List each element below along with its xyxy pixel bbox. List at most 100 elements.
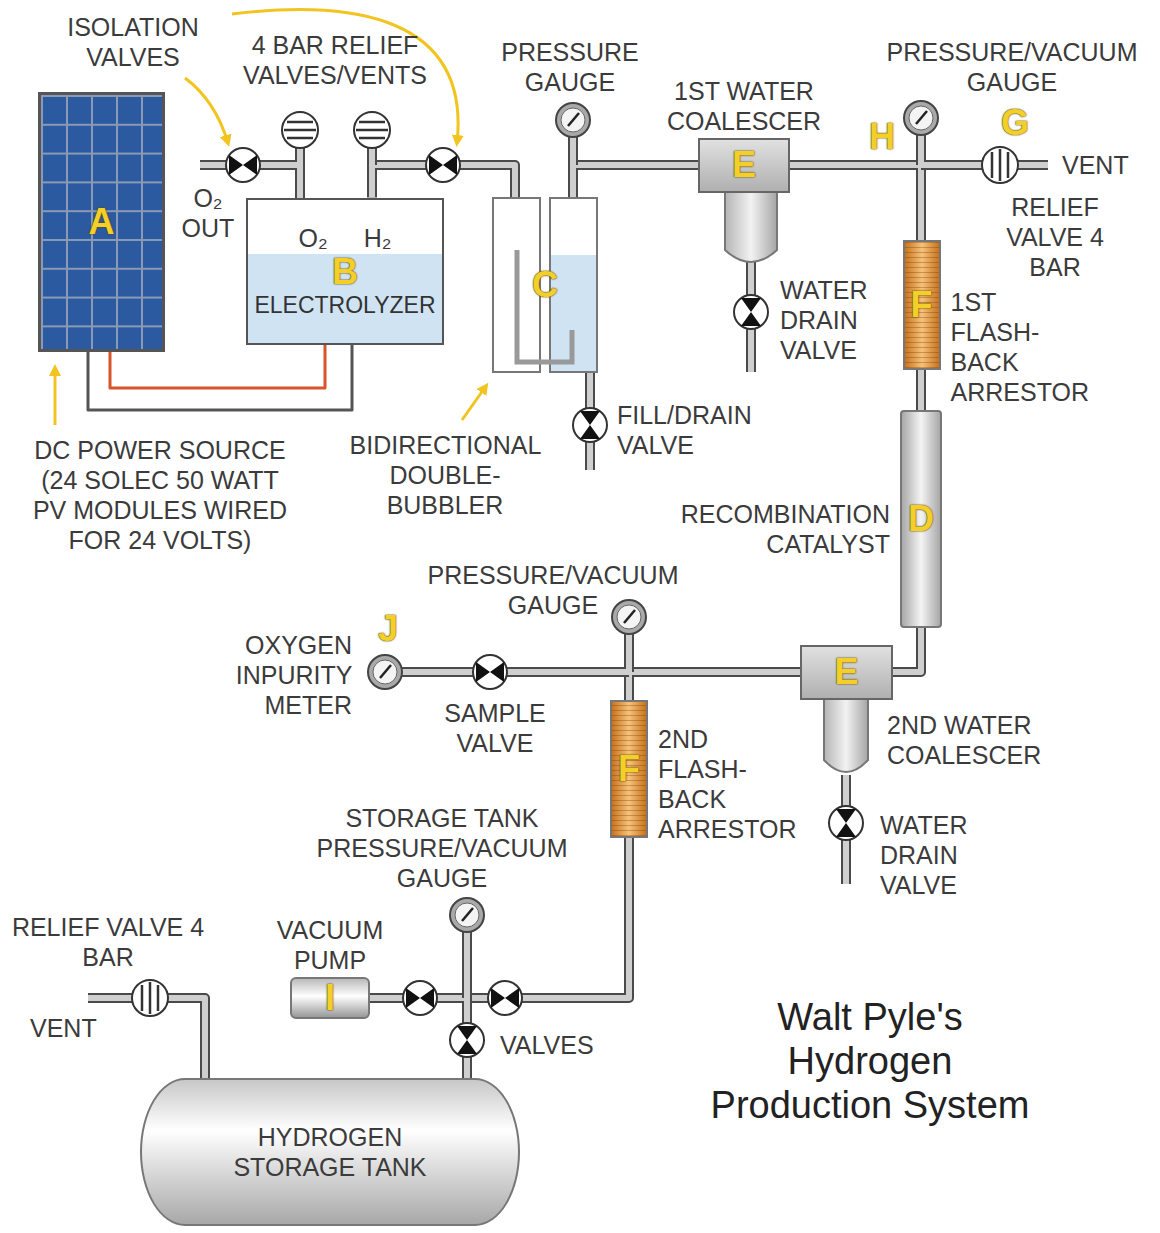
label-text: BIDIRECTIONAL DOUBLE-BUBBLER: [350, 430, 541, 520]
pipe-connector: [893, 628, 921, 672]
text-row: F: [618, 750, 640, 788]
callout-letter: E: [834, 653, 858, 691]
label-text: 1ST WATER COALESCER: [659, 76, 829, 136]
label-text: VENT: [30, 1013, 97, 1043]
text-row: HYDROGEN STORAGE TANK: [210, 1122, 450, 1182]
text-row: D: [908, 500, 934, 538]
label-text: H₂: [364, 223, 392, 253]
callout-letter: H: [869, 118, 895, 156]
connector-stroke: [918, 370, 924, 410]
callout-letter: F: [911, 286, 933, 324]
relief-valve: [132, 980, 168, 1016]
connector-stroke: [573, 165, 698, 198]
connector-stroke: [790, 165, 921, 240]
label-text: VACUUM PUMP: [277, 915, 383, 975]
bubbler-u-tube: [517, 250, 572, 362]
connector-stroke: [790, 165, 921, 240]
callout-letter: F: [618, 750, 640, 788]
text-row: B: [332, 253, 358, 291]
callout-letter: D: [908, 500, 934, 538]
water-drain-valve: [829, 806, 863, 840]
valve: [488, 981, 522, 1015]
pressure-gauge: [450, 898, 484, 932]
label-text: 1ST FLASH-BACK ARRESTOR: [951, 287, 1089, 407]
coalescer-bowl: [725, 190, 777, 262]
text-row: C: [532, 266, 558, 304]
pipe-outline: [88, 135, 1048, 1078]
connector-stroke: [467, 838, 629, 1078]
water-drain-valve: [734, 295, 768, 329]
text-row: O₂ H₂: [299, 223, 392, 253]
pressure-gauge: [556, 103, 590, 137]
text-row: I: [325, 979, 335, 1017]
component-box: IVACUUM PUMP: [290, 977, 370, 1019]
isolation-valve: [226, 148, 260, 182]
pipe-fill: [88, 135, 1048, 1078]
coalescer-bowl: [824, 698, 868, 772]
power-wire: [88, 345, 352, 411]
label-text: VENT: [1062, 150, 1129, 180]
connector-stroke: [893, 628, 921, 672]
relief-valve: [354, 112, 390, 148]
label-text: ELECTROLYZER: [254, 291, 435, 319]
component-box: F2ND FLASH-BACK ARRESTOR: [610, 700, 648, 838]
relief-valve: [982, 147, 1018, 183]
diagram-title: Walt Pyle's Hydrogen Production System: [700, 995, 1040, 1127]
valve: [403, 981, 437, 1015]
sample-valve: [473, 655, 507, 689]
pipe-connector: [629, 672, 800, 700]
leader-arrow: [54, 368, 57, 425]
pressure-gauge: [904, 101, 938, 135]
fill-drain-valve: [573, 408, 607, 442]
component-box: E2ND WATER COALESCER: [800, 645, 893, 700]
label-text: O₂: [299, 223, 328, 253]
connector-stroke: [893, 628, 921, 672]
text-row: E: [732, 146, 756, 184]
label-text: SAMPLE VALVE: [444, 698, 545, 758]
label-text: 2ND WATER COALESCER: [887, 710, 1062, 770]
label-text: PRESSURE/VACUUM GAUGE: [875, 37, 1150, 97]
relief-valve: [282, 112, 318, 148]
connector-stroke: [629, 672, 800, 700]
callout-letter: A: [89, 203, 115, 241]
leader-arrow: [232, 10, 458, 143]
text-row: A: [89, 203, 115, 241]
label-text: VALVES: [500, 1030, 594, 1060]
component-box: E1ST WATER COALESCER: [698, 138, 790, 193]
label-text: 4 BAR RELIEF VALVES/VENTS: [233, 30, 438, 90]
label-text: WATER DRAIN VALVE: [780, 275, 868, 365]
pressure-gauge: [612, 600, 646, 634]
label-text: RELIEF VALVE 4 BAR: [8, 912, 208, 972]
text-row: E: [834, 653, 858, 691]
label-text: PRESSURE GAUGE: [501, 37, 639, 97]
connector-stroke: [916, 370, 926, 410]
label-text: 2ND FLASH-BACK ARRESTOR: [658, 724, 796, 844]
callout-letter: G: [1001, 104, 1029, 142]
callout-letter: E: [732, 146, 756, 184]
component-box: DRECOMBINATION CATALYST: [900, 410, 942, 628]
label-text: ISOLATION VALVES: [67, 12, 199, 72]
label-text: RECOMBINATION CATALYST: [681, 499, 890, 559]
callout-letter: B: [332, 253, 358, 291]
component-box: A: [38, 92, 165, 352]
connector-stroke: [629, 672, 800, 700]
connector-stroke: [467, 838, 629, 1078]
component-box: HYDROGEN STORAGE TANK: [140, 1078, 520, 1226]
connector-stroke: [88, 345, 352, 411]
isolation-valve: [426, 148, 460, 182]
label-text: RELIEF VALVE 4 BAR: [1005, 192, 1105, 282]
valve: [450, 1023, 484, 1057]
callout-letter: C: [532, 266, 558, 304]
label-text: FILL/DRAIN VALVE: [617, 400, 767, 460]
oxygen-meter: [368, 655, 402, 689]
label-text: O₂ OUT: [182, 183, 235, 243]
connector-stroke: [573, 165, 698, 198]
label-text: STORAGE TANK PRESSURE/VACUUM GAUGE: [310, 803, 575, 893]
text-row: F: [911, 286, 933, 324]
label-text: HYDROGEN STORAGE TANK: [210, 1122, 450, 1182]
label-text: OXYGEN INPURITY METER: [236, 630, 352, 720]
label-text: WATER DRAIN VALVE: [880, 810, 968, 900]
component-box: C: [493, 198, 597, 372]
text-row: ELECTROLYZER: [254, 291, 435, 319]
pipe-connector: [467, 838, 629, 1078]
